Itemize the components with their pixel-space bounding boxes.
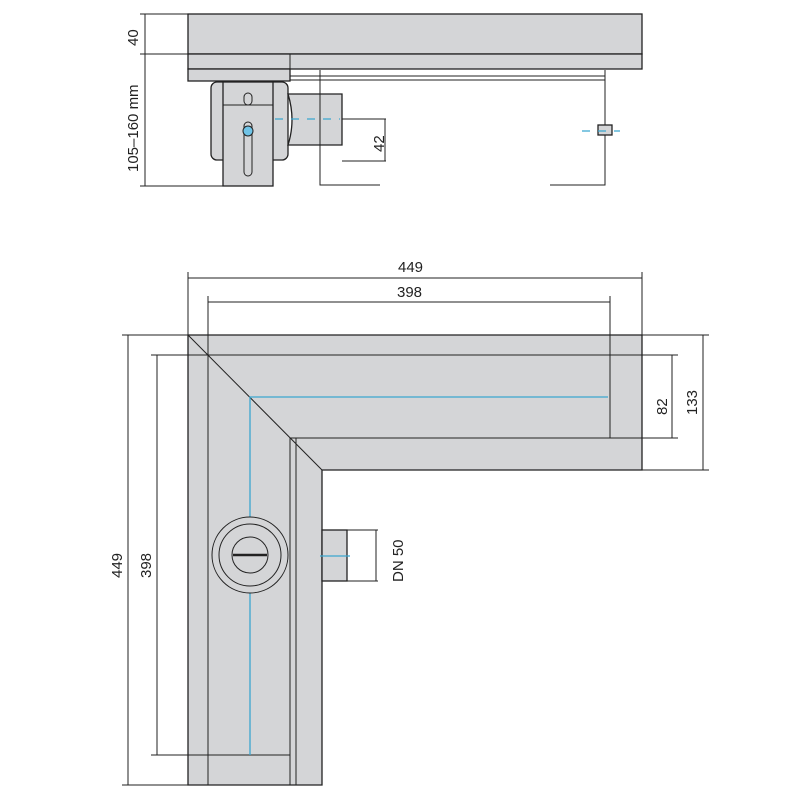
dim-channel-inner: 82 [654,398,671,415]
bolt [597,124,613,136]
dim-total-height: 105–160 mm [125,84,142,172]
dim-inner-width: 398 [397,284,422,301]
dim-outlet-height: 42 [371,135,388,152]
dim-outer-width: 449 [398,259,423,276]
dim-inner-height: 398 [138,553,155,578]
dim-grate-height: 40 [125,29,142,46]
drain-outlet [211,516,289,594]
flange [187,68,291,82]
side-view: 42 40 105–160 mm [125,13,643,187]
l-channel-body [187,334,643,786]
grate-slab [187,13,643,55]
bracket-plate [222,81,274,187]
channel-strip [187,53,643,70]
dim-outer-height: 449 [109,553,126,578]
dim-channel-outer: 133 [684,390,701,415]
dim-outlet: DN 50 [390,539,407,582]
plan-view: DN 50 449 398 449 398 82 133 [109,259,709,786]
